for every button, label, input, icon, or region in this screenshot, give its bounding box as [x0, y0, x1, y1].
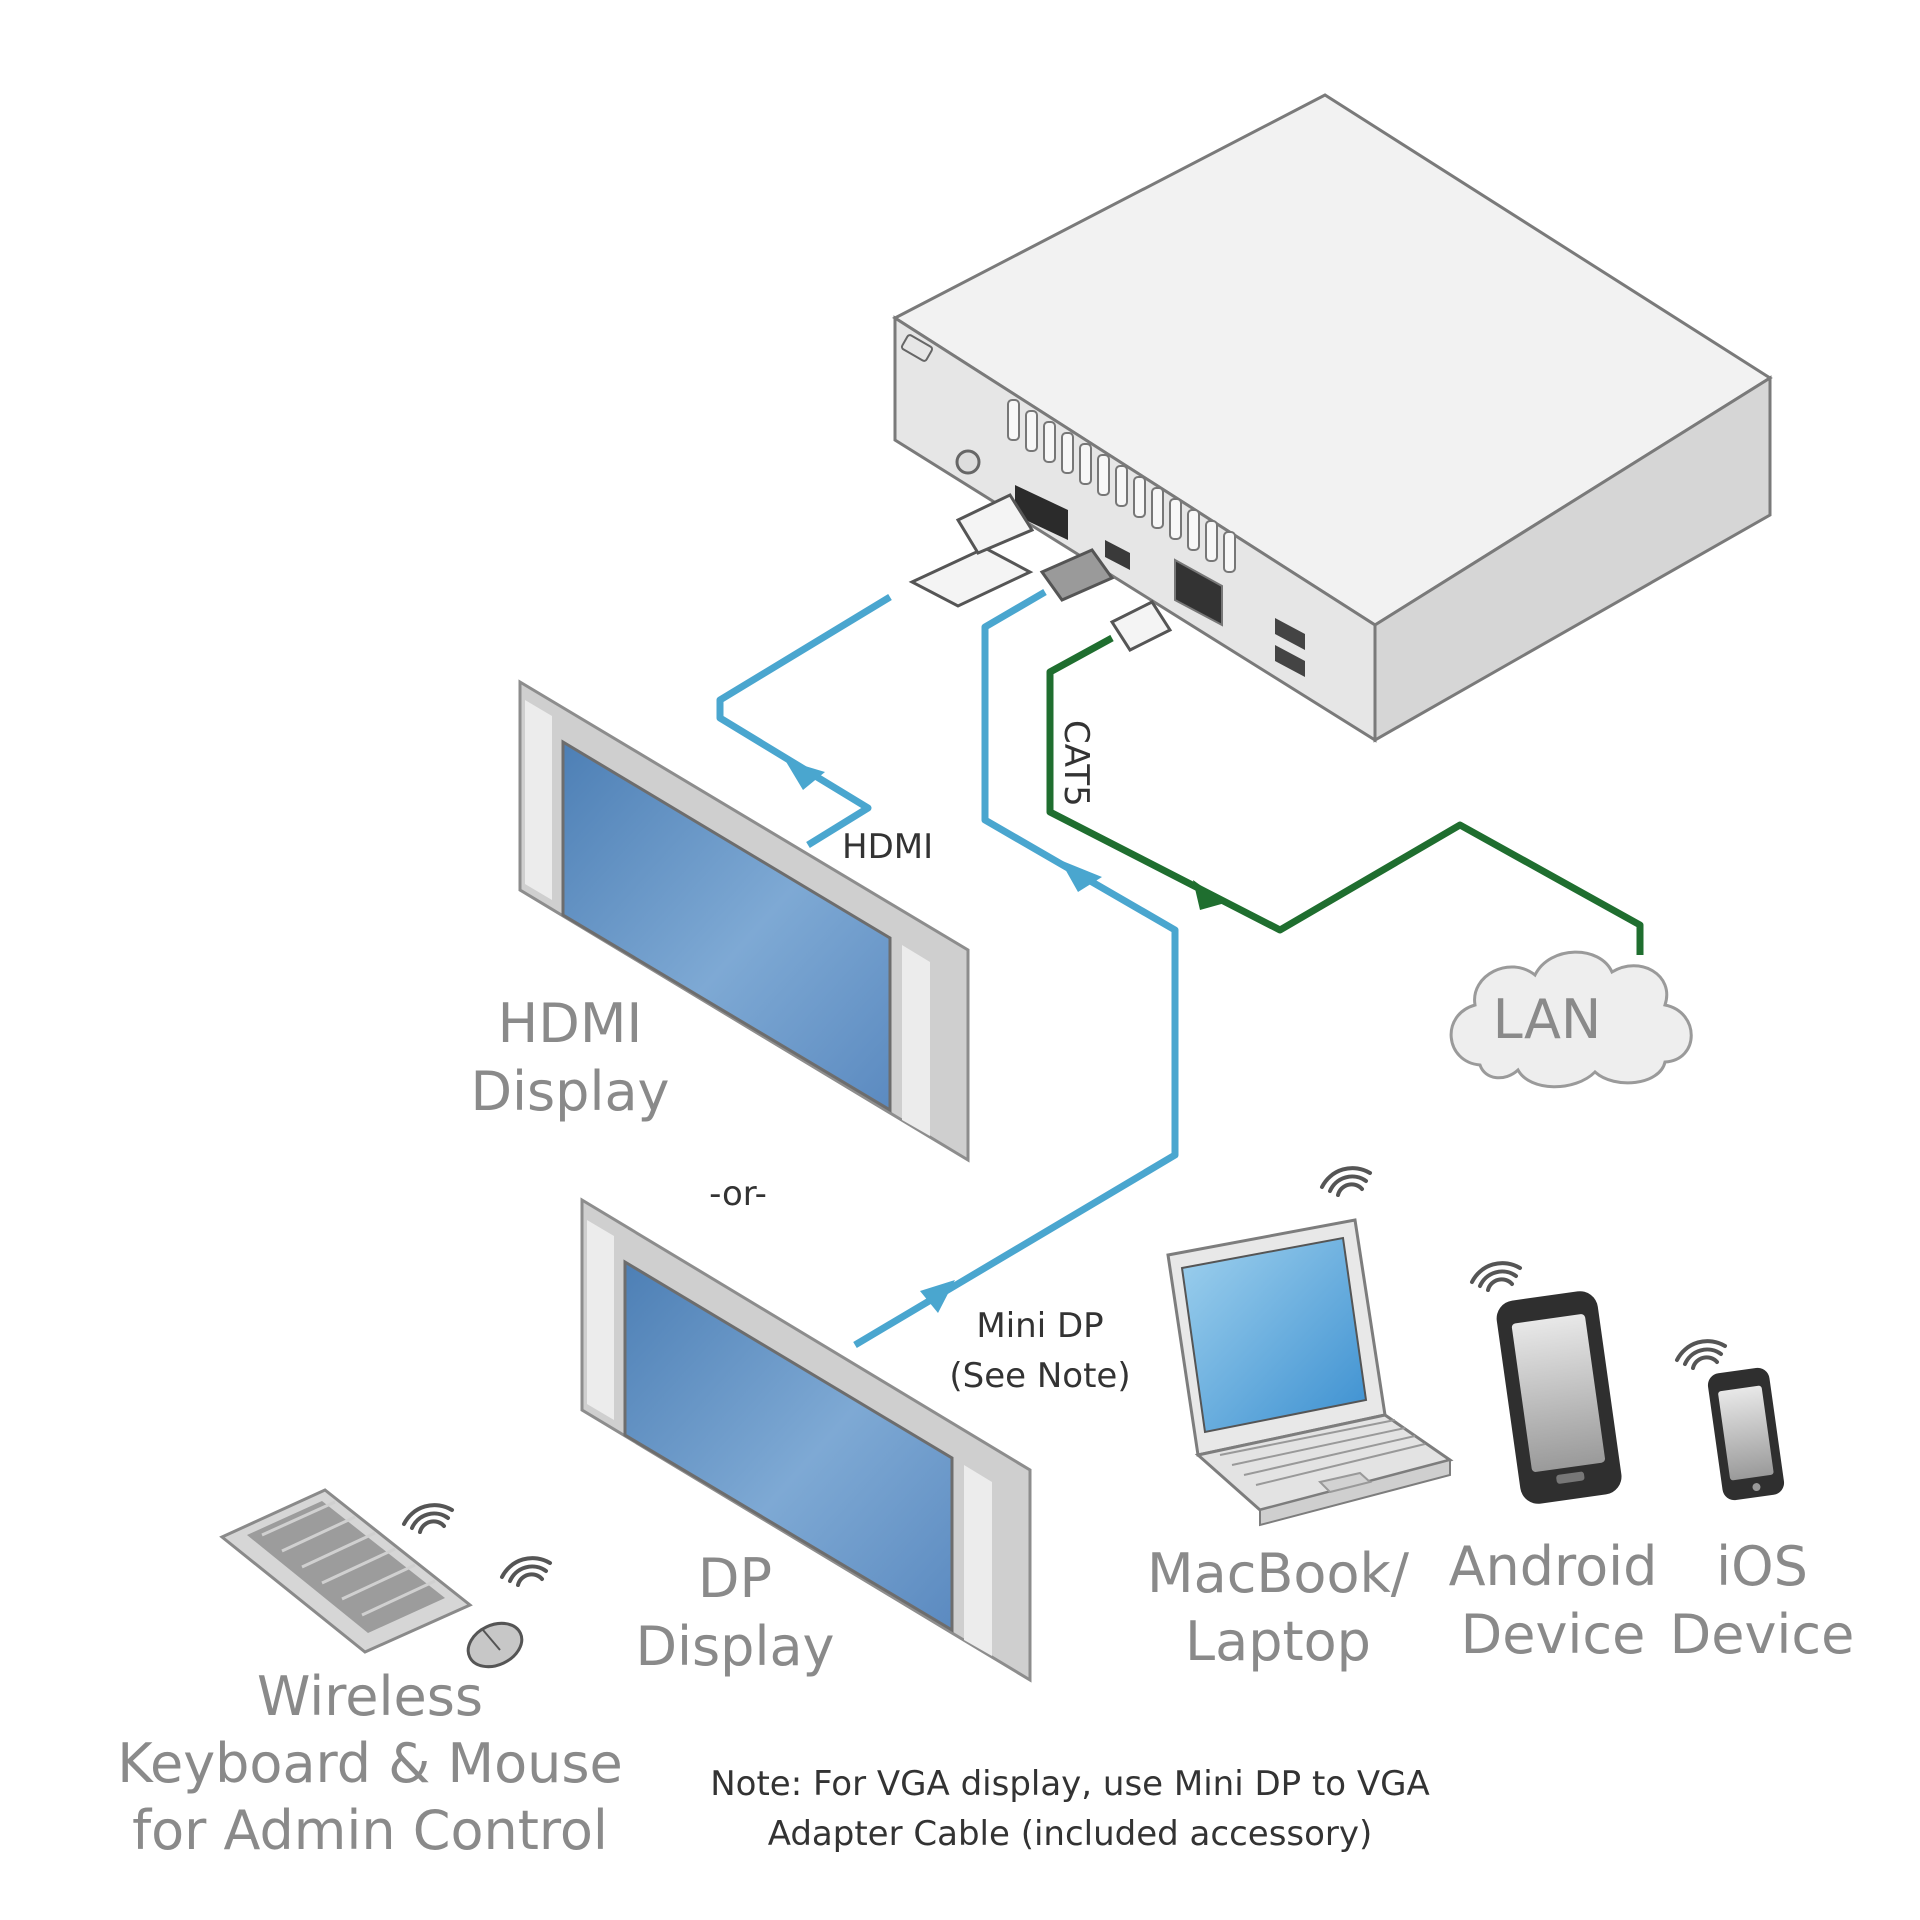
cloud-icon	[1449, 950, 1693, 1089]
ethernet-port	[1174, 558, 1223, 627]
keyboard	[219, 1488, 473, 1654]
wifi-signal-icon	[500, 1556, 552, 1587]
wifi-signal-icon	[1470, 1261, 1522, 1292]
minidp-connector	[1039, 548, 1115, 602]
cat5-label: CAT5	[1056, 720, 1096, 807]
keyboard-label-line3: for Admin Control	[132, 1799, 608, 1862]
android-label-line1: Android	[1449, 1535, 1658, 1598]
cat5-cable	[1046, 634, 1644, 955]
macbook-label-line2: Laptop	[1185, 1610, 1371, 1673]
lan-label: LAN	[1493, 988, 1602, 1051]
minidp-port	[1105, 540, 1130, 570]
minidp-label-line1: Mini DP	[976, 1306, 1103, 1346]
presentation-device	[892, 93, 1773, 743]
rj45-connector	[1109, 600, 1173, 652]
hdmi-display	[518, 679, 970, 1163]
or-label: -or-	[709, 1174, 767, 1214]
hdmi-display-label-line1: HDMI	[498, 992, 643, 1055]
hdmi-display-label-line2: Display	[470, 1060, 669, 1123]
hdmi-port	[1015, 485, 1068, 540]
dp-display	[580, 1197, 1032, 1683]
reset-button	[900, 334, 934, 362]
android-label-line2: Device	[1461, 1603, 1646, 1666]
usb-port-1	[1275, 618, 1305, 650]
usb-port-2	[1275, 645, 1305, 677]
mouse	[466, 1621, 524, 1669]
wifi-signal-icon	[402, 1503, 454, 1534]
hdmi-cable	[716, 594, 892, 848]
device-vents	[1007, 399, 1236, 573]
keyboard-label-line2: Keyboard & Mouse	[117, 1732, 623, 1795]
minidp-arrow-top-icon	[1060, 860, 1102, 892]
note-line1: Note: For VGA display, use Mini DP to VG…	[710, 1764, 1430, 1804]
dp-display-label-line1: DP	[698, 1547, 772, 1610]
wifi-signal-icon	[1320, 1166, 1372, 1197]
power-jack	[955, 449, 981, 475]
hdmi-arrow-icon	[785, 760, 825, 790]
laptop	[1166, 1218, 1454, 1527]
macbook-label-line1: MacBook/	[1147, 1542, 1410, 1605]
ios-label-line2: Device	[1670, 1603, 1855, 1666]
keyboard-label-line1: Wireless	[257, 1665, 483, 1728]
hdmi-connector	[908, 493, 1035, 608]
ios-label-line1: iOS	[1716, 1535, 1808, 1598]
note-line2: Adapter Cable (included accessory)	[768, 1814, 1373, 1854]
android-device	[1496, 1291, 1622, 1504]
wifi-signal-icon	[1675, 1339, 1727, 1370]
minidp-label-line2: (See Note)	[949, 1356, 1130, 1396]
hdmi-cable-label: HDMI	[842, 827, 933, 867]
minidp-arrow-bottom-icon	[920, 1280, 955, 1313]
ios-device	[1707, 1367, 1785, 1501]
dp-display-label-line2: Display	[635, 1615, 834, 1678]
cat5-arrow-icon	[1193, 880, 1225, 910]
